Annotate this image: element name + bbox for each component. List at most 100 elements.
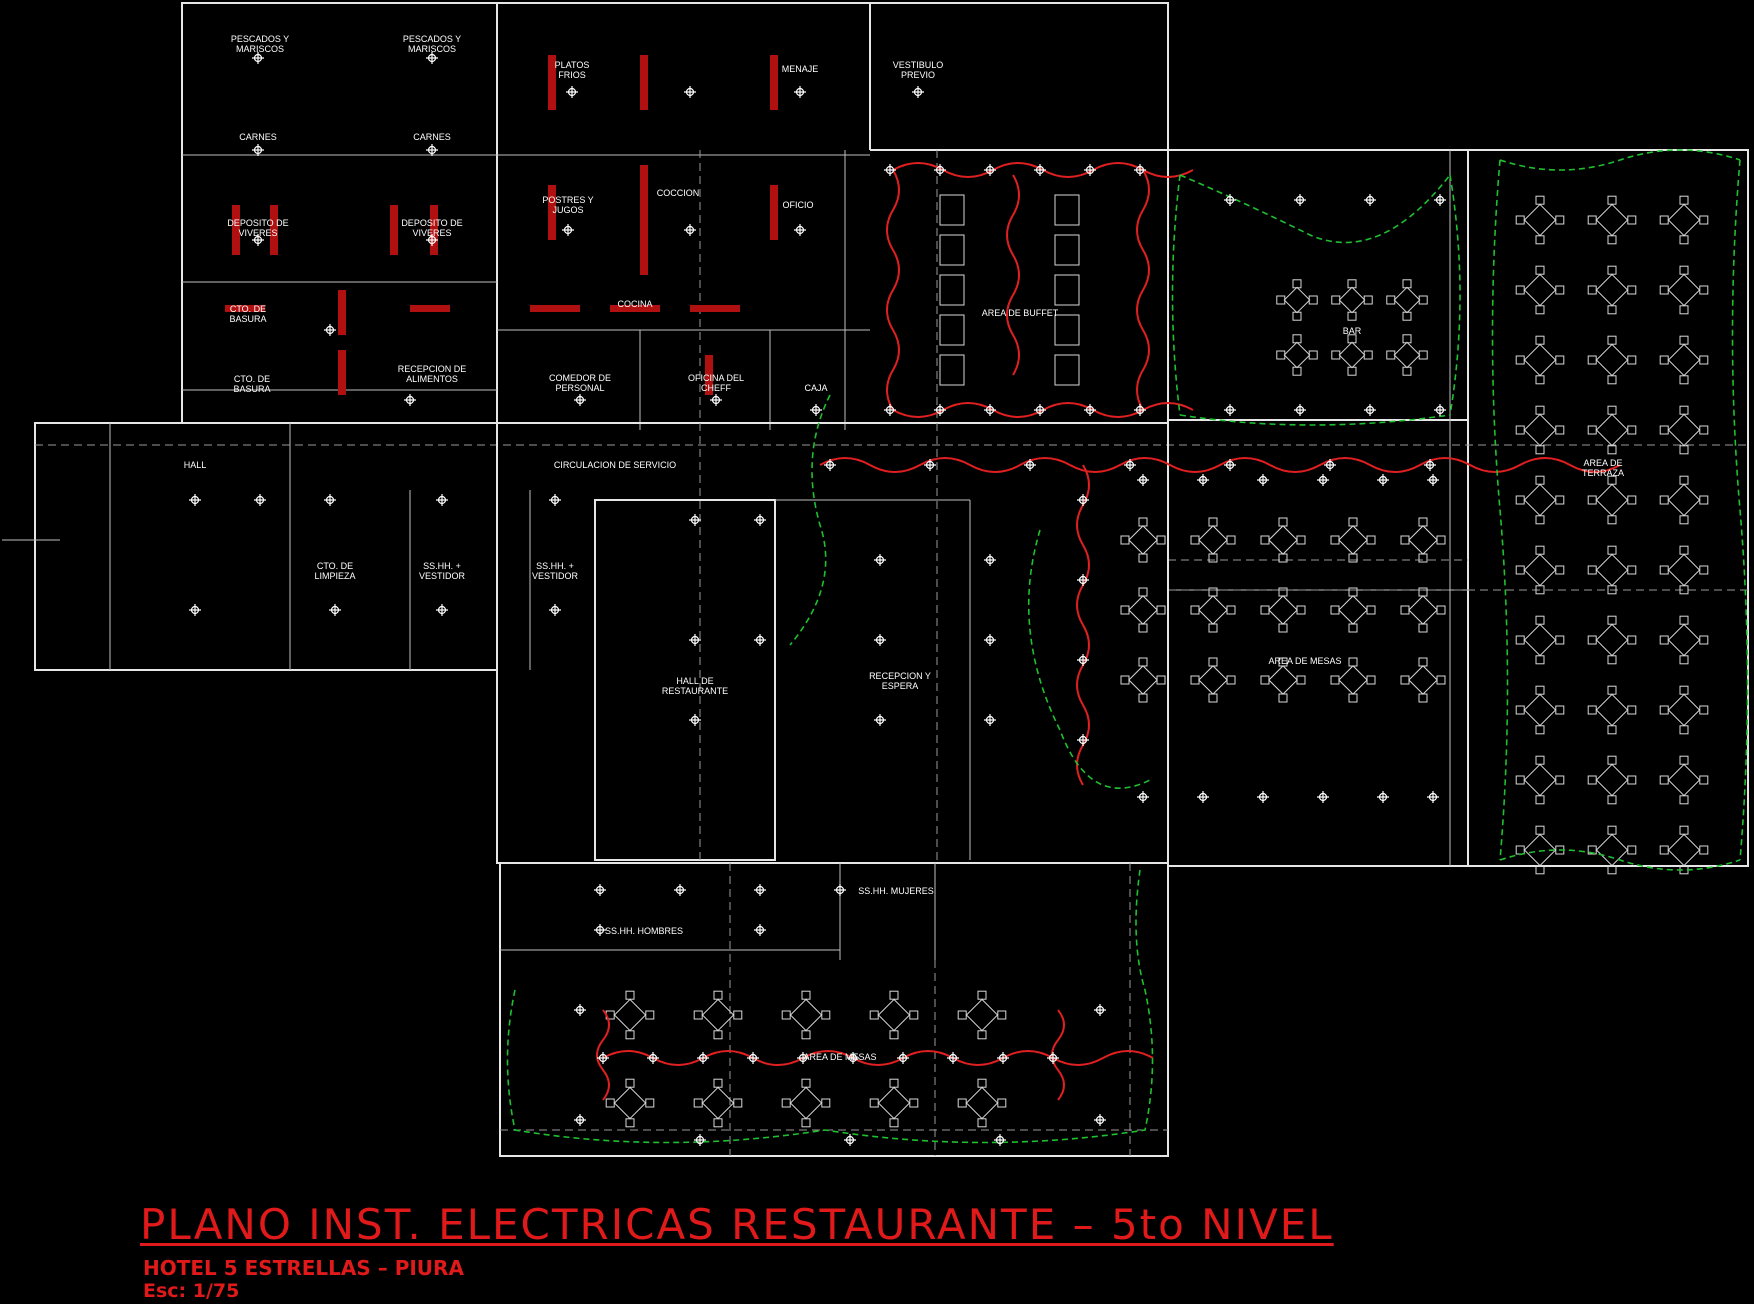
ceiling-light-icon [794, 86, 806, 98]
table-set [1587, 755, 1637, 805]
table-set [1120, 517, 1166, 563]
table-set [1331, 334, 1373, 376]
ceiling-light-icon [1047, 1052, 1059, 1064]
label-postres-a: POSTRES Y [542, 195, 593, 205]
kitchen-equipment [225, 55, 778, 395]
buffet-circuit-mid [1006, 174, 1020, 376]
ceiling-light-icon [549, 604, 561, 616]
light-fixtures [189, 52, 1446, 1146]
ceiling-light-icon [984, 634, 996, 646]
label-caja: CAJA [804, 383, 827, 393]
table-set [1400, 517, 1446, 563]
ceiling-light-icon [647, 1052, 659, 1064]
ceiling-light-icon [562, 224, 574, 236]
building-walls [2, 2, 1750, 1157]
ceiling-light-icon [1077, 734, 1089, 746]
label-vestidor-2a: SS.HH. + [536, 561, 574, 571]
label-coccion: COCCION [657, 188, 700, 198]
south-circuit-w [596, 1009, 610, 1101]
label-comedor-b: PERSONAL [555, 383, 604, 393]
label-mujeres: SS.HH. MUJERES [858, 886, 934, 896]
ceiling-light-icon [1034, 164, 1046, 176]
ceiling-light-icon [597, 1052, 609, 1064]
table-set [1515, 475, 1565, 525]
buffet-counter [1054, 314, 1080, 346]
table-set [1515, 265, 1565, 315]
label-limpieza-a: CTO. DE [317, 561, 353, 571]
table-set [1515, 195, 1565, 245]
ceiling-light-icon [1084, 164, 1096, 176]
table-set [1587, 335, 1637, 385]
ceiling-light-icon [984, 164, 996, 176]
ceiling-light-icon [874, 634, 886, 646]
table-set [1330, 517, 1376, 563]
ceiling-light-icon [747, 1052, 759, 1064]
ceiling-light-icon [689, 714, 701, 726]
ceiling-light-icon [1377, 791, 1389, 803]
table-set [1190, 657, 1236, 703]
label-oficio: OFICIO [783, 200, 814, 210]
svg-text:SS.HH. +VESTIDOR: SS.HH. +VESTIDOR [419, 561, 466, 581]
table-set [1400, 657, 1446, 703]
label-hombres: SS.HH. HOMBRES [605, 926, 683, 936]
ceiling-light-icon [1124, 459, 1136, 471]
ceiling-light-icon [997, 1052, 1009, 1064]
buffet-counter [939, 234, 965, 266]
label-circulacion: CIRCULACION DE SERVICIO [554, 460, 676, 470]
label-vestibulo-a: VESTIBULO [893, 60, 944, 70]
table-set [1587, 475, 1637, 525]
ceiling-light-icon [912, 86, 924, 98]
ceiling-light-icon [1364, 404, 1376, 416]
ceiling-light-icon [1197, 474, 1209, 486]
ceiling-light-icon [984, 404, 996, 416]
buffet-counter [939, 274, 965, 306]
ceiling-light-icon [436, 604, 448, 616]
table-set [605, 1078, 655, 1128]
emergency-bar [1171, 174, 1461, 426]
ceiling-light-icon [794, 224, 806, 236]
south-circuit [602, 1050, 1154, 1066]
label-platos-b: FRIOS [558, 70, 586, 80]
table-set [957, 1078, 1007, 1128]
ceiling-light-icon [947, 1052, 959, 1064]
table-set [1400, 587, 1446, 633]
table-set [1587, 615, 1637, 665]
buffet-counter [939, 314, 965, 346]
ceiling-light-icon [689, 514, 701, 526]
label-vestidor-1a: SS.HH. + [423, 561, 461, 571]
drawing-scale: Esc: 1/75 [143, 1280, 240, 1302]
label-hall-rest-a: HALL DE [676, 676, 713, 686]
label-menaje: MENAJE [782, 64, 819, 74]
table-set [1331, 279, 1373, 321]
ceiling-light-icon [594, 924, 606, 936]
drawing-title: PLANO INST. ELECTRICAS RESTAURANTE – 5to… [140, 1200, 1334, 1249]
ceiling-light-icon [697, 1052, 709, 1064]
ceiling-light-icon [984, 554, 996, 566]
ceiling-light-icon [1224, 459, 1236, 471]
ceiling-light-icon [404, 394, 416, 406]
ceiling-light-icon [1434, 404, 1446, 416]
ceiling-light-icon [252, 234, 264, 246]
svg-text:SS.HH. +VESTIDOR: SS.HH. +VESTIDOR [532, 561, 579, 581]
ceiling-light-icon [674, 884, 686, 896]
table-set [1659, 685, 1709, 735]
ceiling-light-icon [844, 1134, 856, 1146]
ceiling-light-icon [934, 164, 946, 176]
label-bar: BAR [1343, 326, 1362, 336]
label-recepcion-alim-b: ALIMENTOS [406, 374, 458, 384]
ceiling-light-icon [1094, 1004, 1106, 1016]
ceiling-light-icon [934, 404, 946, 416]
label-recepcion-a: RECEPCION Y [869, 671, 931, 681]
ceiling-light-icon [754, 924, 766, 936]
emergency-hall [789, 394, 1151, 789]
ceiling-light-icon [797, 1052, 809, 1064]
label-basura-1a: CTO. DE [230, 304, 266, 314]
ceiling-light-icon [426, 52, 438, 64]
ceiling-light-icon [1137, 791, 1149, 803]
label-vestidor-1b: VESTIDOR [419, 571, 466, 581]
ceiling-light-icon [426, 144, 438, 156]
